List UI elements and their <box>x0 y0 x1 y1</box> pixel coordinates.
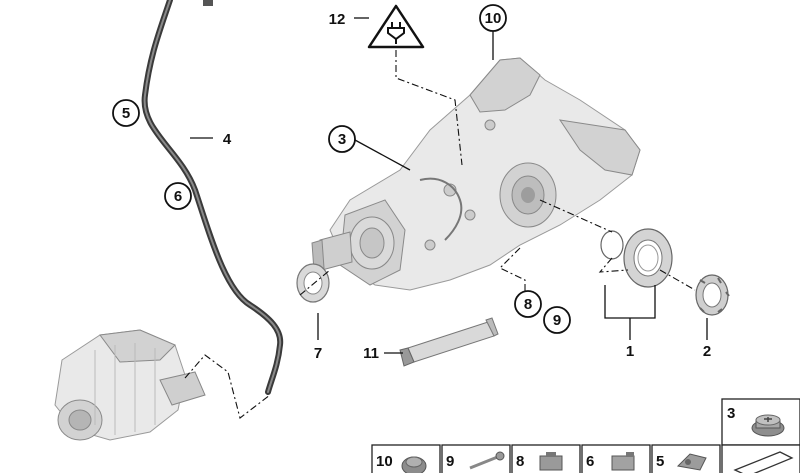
svg-text:3: 3 <box>338 131 346 148</box>
callout-3[interactable]: 3 <box>328 125 356 153</box>
callout-6[interactable]: 6 <box>164 182 192 210</box>
lubricant-tube-11[interactable] <box>399 317 499 367</box>
legend-cell-6[interactable]: 6 <box>581 444 651 473</box>
callout-4[interactable]: 4 <box>223 131 232 148</box>
shaft-seal-1[interactable] <box>623 228 673 288</box>
svg-text:12: 12 <box>329 11 346 28</box>
callout-10[interactable]: 10 <box>479 4 507 32</box>
shaft-seal-7[interactable] <box>296 263 330 303</box>
callout-9[interactable]: 9 <box>543 306 571 334</box>
dashed-leader-lines <box>184 50 696 419</box>
callout-7[interactable]: 7 <box>314 345 322 362</box>
legend-cell-10[interactable]: 10 <box>371 444 441 473</box>
svg-text:4: 4 <box>223 131 232 148</box>
svg-text:2: 2 <box>703 343 711 360</box>
rear-differential-housing[interactable] <box>311 57 641 291</box>
callout-5[interactable]: 5 <box>112 99 140 127</box>
callout-12[interactable]: 12 <box>329 11 346 28</box>
svg-text:5: 5 <box>122 105 130 122</box>
callout-11[interactable]: 11 <box>363 345 379 362</box>
callout-2[interactable]: 2 <box>703 343 711 360</box>
svg-text:8: 8 <box>516 453 524 470</box>
vent-hose[interactable] <box>141 0 284 395</box>
legend-cell-9[interactable]: 9 <box>441 444 511 473</box>
callout-8[interactable]: 8 <box>514 290 542 318</box>
svg-text:5: 5 <box>656 453 664 470</box>
svg-text:6: 6 <box>586 453 594 470</box>
actuator-motor[interactable] <box>54 329 206 441</box>
svg-text:9: 9 <box>553 312 561 329</box>
legend-cell-3[interactable]: 3 <box>721 398 800 446</box>
svg-text:1: 1 <box>626 343 634 360</box>
legend-cell-blank[interactable] <box>721 444 800 473</box>
svg-text:10: 10 <box>376 453 393 470</box>
svg-text:9: 9 <box>446 453 454 470</box>
svg-text:8: 8 <box>524 296 532 313</box>
svg-text:6: 6 <box>174 188 182 205</box>
collar-nut-2[interactable] <box>695 274 730 316</box>
callout-1[interactable]: 1 <box>626 343 634 360</box>
svg-text:7: 7 <box>314 345 322 362</box>
o-ring[interactable] <box>600 230 624 260</box>
leader-lines <box>190 17 708 354</box>
electrical-warning-icon <box>367 4 425 49</box>
svg-text:10: 10 <box>485 10 502 27</box>
svg-text:3: 3 <box>727 405 735 422</box>
svg-text:11: 11 <box>363 345 379 362</box>
legend-cell-8[interactable]: 8 <box>511 444 581 473</box>
parts-legend-strip: 10 9 8 6 5 3 <box>371 398 800 473</box>
legend-cell-5[interactable]: 5 <box>651 444 721 473</box>
